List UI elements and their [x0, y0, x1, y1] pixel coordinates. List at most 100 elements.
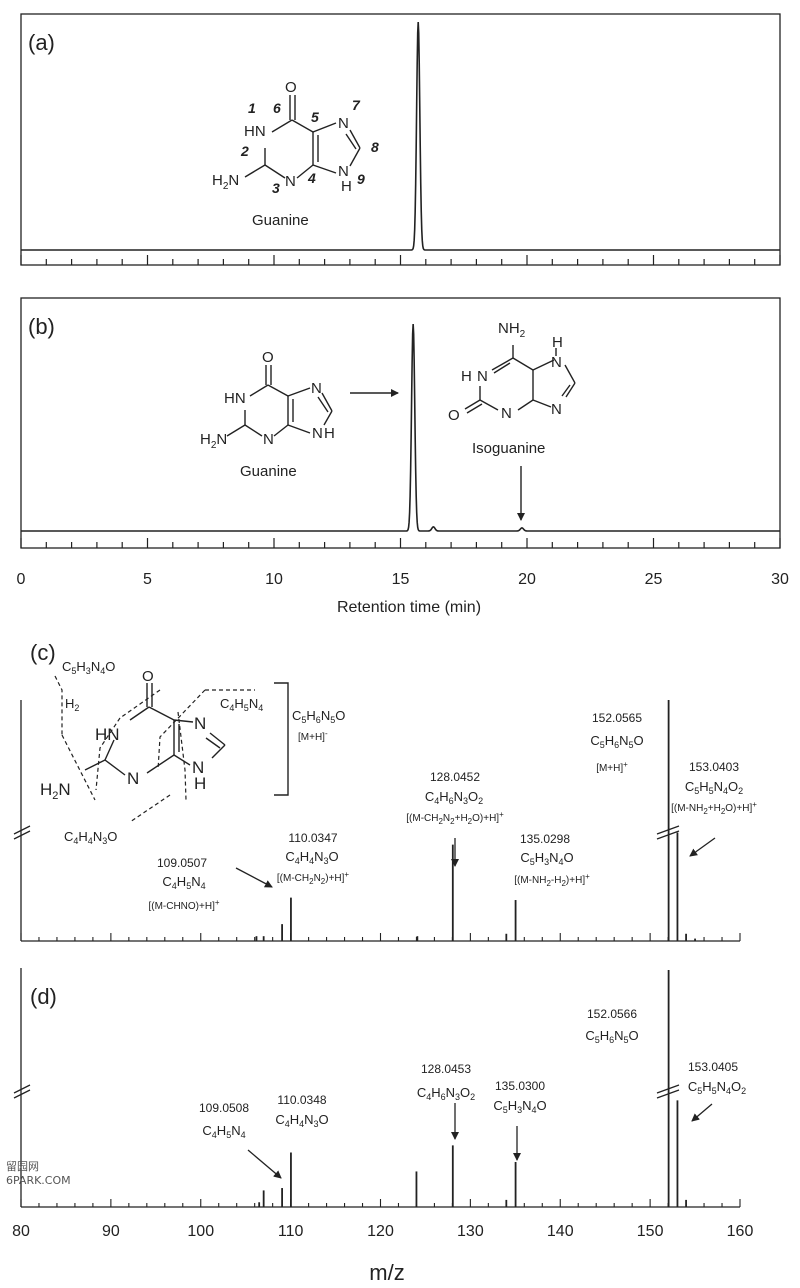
atom-hn: HN	[244, 123, 266, 140]
panel-c-ticks	[20, 933, 741, 941]
c-mz-152: 152.0565	[592, 711, 642, 725]
panel-c-annotations: 109.0507 C4H5N4 [(M-CHNO)+H]+ 110.0347 C…	[148, 711, 757, 912]
panel-d-annotations: 109.0508 C4H5N4 110.0348 C4H4N3O 128.045…	[199, 1007, 746, 1140]
atom-o-c: O	[142, 668, 154, 685]
x-tick-label: 25	[645, 571, 663, 588]
watermark-line1: 留园网	[6, 1160, 39, 1173]
d-mz-109: 109.0508	[199, 1101, 249, 1115]
num-3: 3	[272, 180, 280, 196]
panel-a-trace	[21, 21, 780, 251]
atom-n9-c: N	[192, 758, 204, 777]
watermark: 留园网 6PARK.COM	[6, 1160, 71, 1188]
panel-b-xlabel: Retention time (min)	[337, 599, 481, 616]
atom-n3-b: N	[263, 431, 274, 448]
panel-b: (b) 0 5 10 15 20 25 30 Retention time (min) O …	[17, 297, 789, 616]
fragment-structure	[84, 683, 226, 776]
c-f-128: C4H6N3O2	[425, 789, 483, 806]
num-5: 5	[311, 109, 319, 125]
frag-c4h5n4: C4H5N4	[220, 696, 263, 713]
isoguanine-name: Isoguanine	[472, 440, 545, 457]
panel-c-arrows	[235, 837, 716, 888]
panel-b-ticks	[20, 538, 781, 548]
watermark-line2: 6PARK.COM	[6, 1174, 71, 1187]
x-tick-label: 100	[187, 1223, 214, 1240]
atom-h2n-c: H2N	[40, 780, 71, 802]
panel-a-label: (a)	[28, 30, 55, 55]
atom-h9: H	[341, 178, 352, 195]
x-tick-label: 20	[518, 571, 536, 588]
panel-b-tick-labels: 0 5 10 15 20 25 30	[17, 571, 789, 588]
c-mz-135: 135.0298	[520, 832, 570, 846]
parent-bracket	[274, 682, 289, 796]
num-9: 9	[357, 171, 365, 187]
d-mz-128: 128.0453	[421, 1062, 471, 1076]
d-mz-110: 110.0348	[277, 1093, 326, 1107]
guanine-name-a: Guanine	[252, 212, 309, 229]
c-mz-110: 110.0347	[288, 831, 337, 845]
num-6: 6	[273, 100, 281, 116]
atom-h2n: H2N	[212, 172, 239, 192]
guanine-structure-a	[244, 95, 361, 179]
num-2: 2	[240, 143, 249, 159]
panel-c-axis-break	[13, 825, 680, 840]
c-f-152: C5H6N5O	[590, 733, 643, 750]
panel-b-trace	[21, 323, 780, 532]
panel-c-label: (c)	[30, 640, 56, 665]
c-ion-109: [(M-CHNO)+H]+	[148, 898, 219, 912]
atom-h2n-b: H2N	[200, 431, 227, 451]
parent-ion: [M+H]-	[298, 729, 328, 743]
atom-n3-c: N	[127, 769, 139, 788]
x-tick-label: 160	[727, 1223, 754, 1240]
x-tick-label: 10	[265, 571, 283, 588]
d-mz-135: 135.0300	[495, 1079, 545, 1093]
panel-d-ticks	[20, 1199, 741, 1207]
atom-o-iso: O	[448, 407, 460, 424]
panel-d-bars	[258, 970, 687, 1207]
x-tick-label: 150	[637, 1223, 664, 1240]
x-tick-label: 5	[143, 571, 152, 588]
atom-hn-b: HN	[224, 390, 246, 407]
d-f-128: C4H6N3O2	[417, 1085, 475, 1102]
atom-n3: N	[285, 173, 296, 190]
panel-c-bars	[255, 700, 696, 941]
x-tick-label: 30	[771, 571, 789, 588]
atom-n7-b: N	[311, 380, 322, 397]
atom-h-iso: H	[552, 334, 563, 351]
isoguanine-labels: NH2 H N N H N N O Isoguanine	[448, 320, 563, 457]
panel-c: (c)	[13, 640, 757, 942]
panel-b-frame	[20, 297, 781, 549]
atom-nh9-b: N	[312, 425, 323, 442]
panel-d-arrows	[247, 1103, 713, 1179]
d-mz-152: 152.0566	[587, 1007, 637, 1021]
x-tick-label: 0	[17, 571, 26, 588]
atom-o: O	[285, 79, 297, 96]
num-8: 8	[371, 139, 379, 155]
c-ion-110: [(M-CH2N2)+H]+	[277, 870, 350, 886]
c-f-109: C4H5N4	[162, 874, 205, 891]
d-f-110: C4H4N3O	[275, 1112, 328, 1129]
c-f-135: C5H3N4O	[520, 850, 573, 867]
atom-n-iso-3: N	[501, 405, 512, 422]
c-ion-153: [(M-NH2+H2O)+H]+	[671, 800, 757, 816]
x-tick-label: 15	[392, 571, 410, 588]
frag-c4h4n3o: C4H4N3O	[64, 829, 117, 846]
panel-a-frame	[20, 13, 781, 266]
c-mz-109: 109.0507	[157, 856, 207, 870]
c-mz-128: 128.0452	[430, 770, 480, 784]
c-f-110: C4H4N3O	[285, 849, 338, 866]
parent-formula: C5H6N5O	[292, 708, 345, 725]
d-mz-153: 153.0405	[688, 1060, 738, 1074]
num-4: 4	[307, 170, 316, 186]
guanine-labels-b: O HN N N N H H2N Guanine	[200, 349, 335, 480]
d-f-135: C5H3N4O	[493, 1098, 546, 1115]
atom-hn-c: HN	[95, 725, 120, 744]
panel-b-label: (b)	[28, 314, 55, 339]
c-ion-128: [(M-CH2N2+H2O)+H]+	[406, 810, 504, 826]
d-f-109: C4H5N4	[202, 1123, 245, 1140]
atom-n7: N	[338, 115, 349, 132]
atom-h9-c: H	[194, 774, 206, 793]
x-tick-label: 140	[547, 1223, 574, 1240]
panel-d-label: (d)	[30, 984, 57, 1009]
